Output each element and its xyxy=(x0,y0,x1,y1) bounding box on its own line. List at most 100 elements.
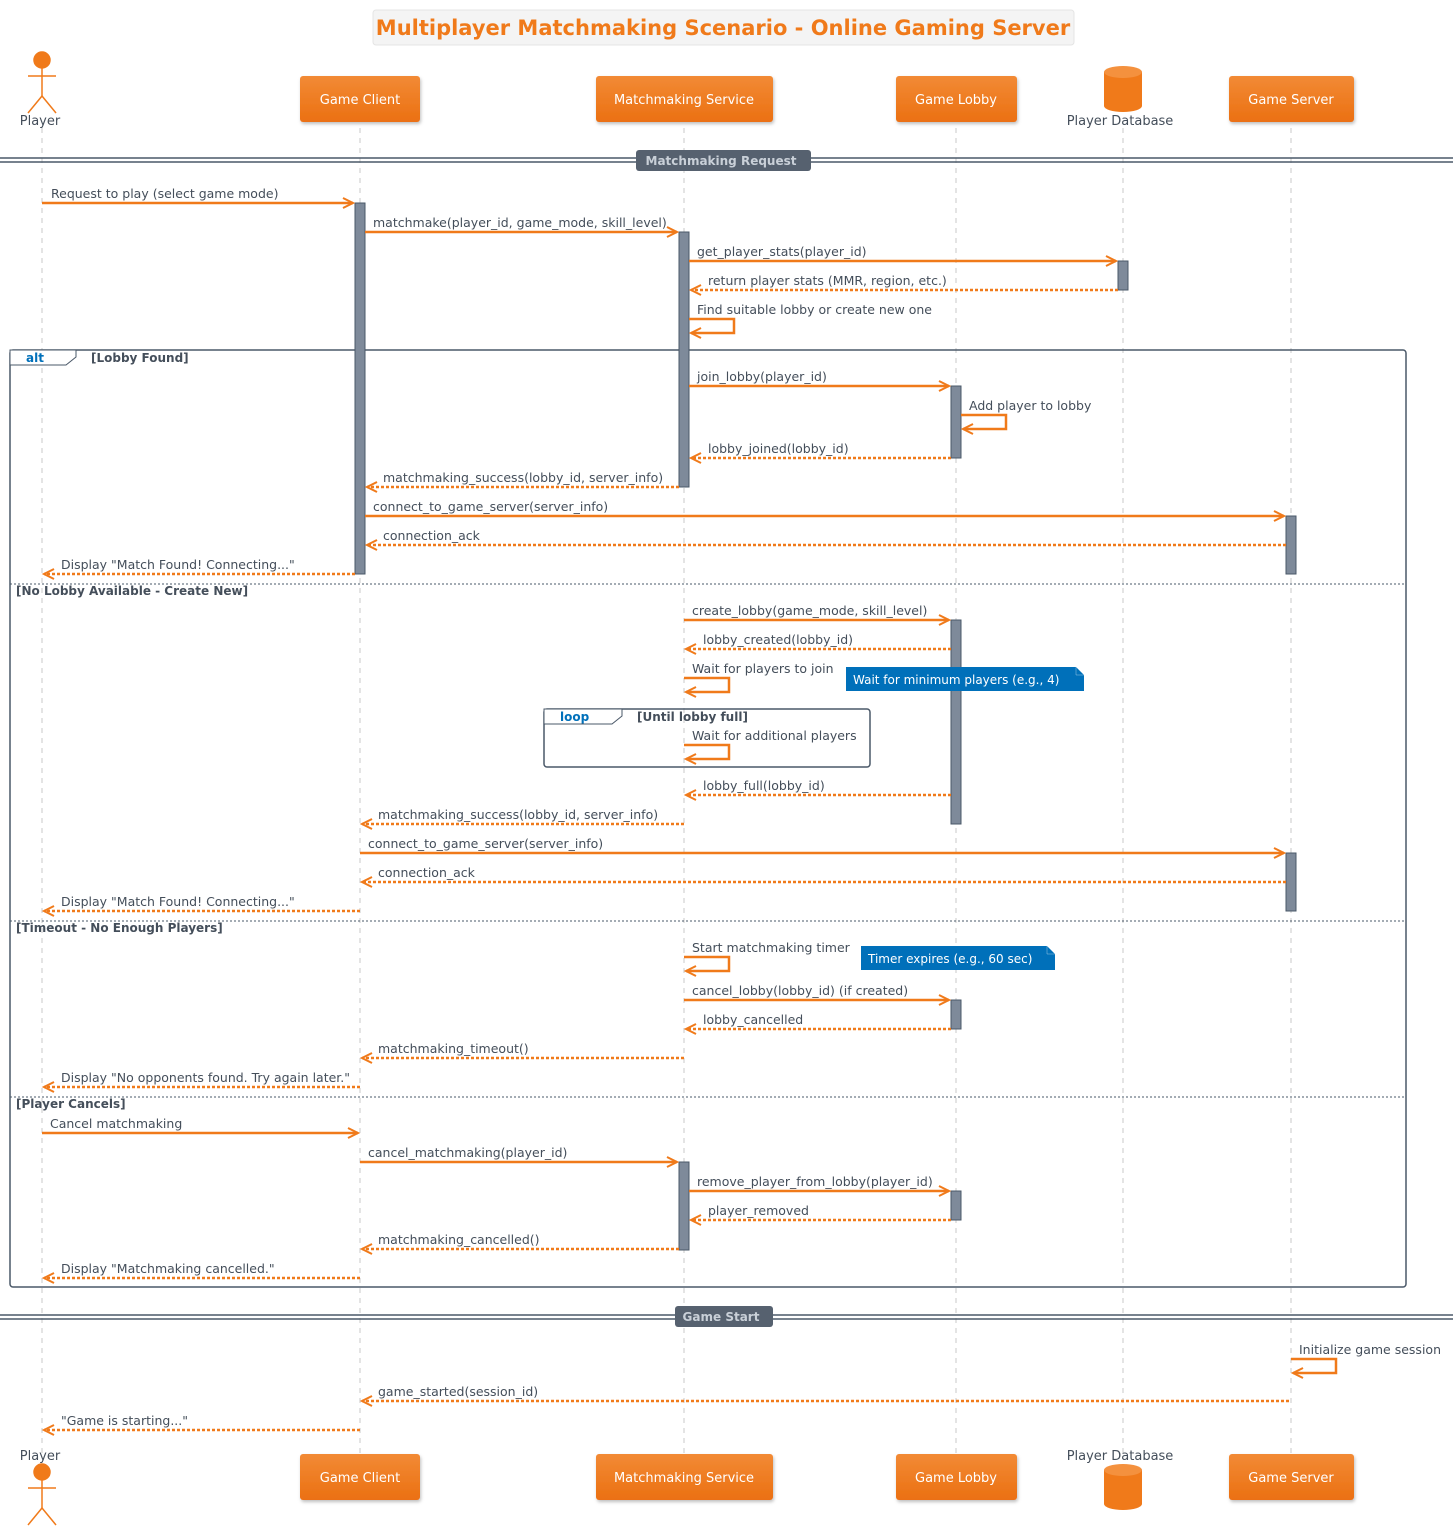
messages: Request to play (select game mode) matchm… xyxy=(41,186,1441,1436)
message-label: lobby_joined(lobby_id) xyxy=(708,441,849,456)
svg-text:Game Server: Game Server xyxy=(1248,1471,1334,1486)
svg-text:Matchmaking Request: Matchmaking Request xyxy=(646,154,797,168)
participant-player-database: Player Database xyxy=(1067,66,1174,129)
participant-player-bottom: Player xyxy=(20,1449,61,1526)
participant-player: Player xyxy=(20,51,61,129)
activation-bar xyxy=(950,385,962,459)
database-icon xyxy=(1104,66,1142,112)
message-self-call: Wait for players to join xyxy=(683,661,834,698)
message-reply: matchmaking_timeout() xyxy=(359,1041,684,1064)
svg-text:Wait for minimum players (e.g.: Wait for minimum players (e.g., 4) xyxy=(853,673,1059,687)
message-label: get_player_stats(player_id) xyxy=(697,244,867,259)
message-label: game_started(session_id) xyxy=(378,1384,538,1399)
message-reply: lobby_created(lobby_id) xyxy=(683,632,951,655)
actor-icon xyxy=(27,51,57,114)
alt-keyword: alt xyxy=(26,351,44,365)
actor-icon xyxy=(27,1463,57,1526)
loop-fragment: loop [Until lobby full] xyxy=(543,708,871,768)
message-label: Display "Matchmaking cancelled." xyxy=(61,1261,275,1276)
message-call: create_lobby(game_mode, skill_level) xyxy=(684,603,952,626)
message-self-call: Initialize game session xyxy=(1290,1342,1441,1379)
message-label: matchmaking_cancelled() xyxy=(378,1232,540,1247)
svg-text:Game Lobby: Game Lobby xyxy=(915,1471,997,1486)
message-label: Find suitable lobby or create new one xyxy=(697,302,932,317)
message-label: connection_ack xyxy=(378,865,476,880)
message-label: lobby_created(lobby_id) xyxy=(703,632,853,647)
message-self-call: Start matchmaking timer xyxy=(683,940,851,977)
participants-bottom: Player Game Client Matchmaking Service G… xyxy=(20,1449,1354,1526)
message-label: "Game is starting..." xyxy=(61,1413,188,1428)
diagram-title: Multiplayer Matchmaking Scenario - Onlin… xyxy=(372,9,1075,46)
message-reply: matchmaking_success(lobby_id, server_inf… xyxy=(359,807,684,830)
message-reply: Display "Match Found! Connecting..." xyxy=(41,557,355,580)
message-label: player_removed xyxy=(708,1203,809,1218)
message-label: Display "No opponents found. Try again l… xyxy=(61,1070,350,1085)
svg-text:Player Database: Player Database xyxy=(1067,1449,1174,1464)
message-call: Cancel matchmaking xyxy=(42,1116,361,1139)
message-self-call: Find suitable lobby or create new one xyxy=(688,302,932,339)
participant-matchmaking-service: Matchmaking Service xyxy=(596,76,773,122)
note-timer-expires: Timer expires (e.g., 60 sec) xyxy=(861,946,1055,970)
participant-game-lobby-bottom: Game Lobby xyxy=(896,1454,1017,1500)
message-call: cancel_lobby(lobby_id) (if created) xyxy=(684,983,952,1006)
message-reply: game_started(session_id) xyxy=(359,1384,1289,1407)
alt-fragment: alt [Lobby Found] [No Lobby Available - … xyxy=(9,349,1407,1288)
lifelines xyxy=(41,128,1292,1455)
message-self-call: Add player to lobby xyxy=(960,398,1092,435)
message-label: Wait for additional players xyxy=(692,728,857,743)
participant-game-client-bottom: Game Client xyxy=(300,1454,420,1500)
message-call: Request to play (select game mode) xyxy=(42,186,356,209)
message-reply: player_removed xyxy=(688,1203,951,1226)
svg-text:Player: Player xyxy=(20,1449,61,1464)
message-label: create_lobby(game_mode, skill_level) xyxy=(692,603,927,618)
message-label: connection_ack xyxy=(383,528,481,543)
message-call: matchmake(player_id, game_mode, skill_le… xyxy=(365,215,680,238)
activation-bar xyxy=(950,1190,962,1221)
divider-matchmaking-request: Matchmaking Request xyxy=(0,150,1453,171)
alt-guard: [Lobby Found] xyxy=(91,351,189,365)
svg-text:Game Server: Game Server xyxy=(1248,93,1334,108)
message-reply: Display "Matchmaking cancelled." xyxy=(41,1261,360,1284)
message-reply: matchmaking_cancelled() xyxy=(359,1232,679,1255)
divider-game-start: Game Start xyxy=(0,1306,1453,1327)
participant-matchmaking-service-bottom: Matchmaking Service xyxy=(596,1454,773,1500)
message-reply: connection_ack xyxy=(364,528,1286,551)
message-label: join_lobby(player_id) xyxy=(696,369,827,384)
activation-bar xyxy=(1285,852,1297,912)
message-label: matchmaking_success(lobby_id, server_inf… xyxy=(378,807,658,822)
message-label: cancel_lobby(lobby_id) (if created) xyxy=(692,983,908,998)
message-call: join_lobby(player_id) xyxy=(689,369,952,392)
svg-text:Game Start: Game Start xyxy=(683,1310,760,1324)
message-reply: return player stats (MMR, region, etc.) xyxy=(688,273,1118,296)
message-label: lobby_cancelled xyxy=(703,1012,803,1027)
message-reply: connection_ack xyxy=(359,865,1286,888)
alt-guard: [Player Cancels] xyxy=(16,1097,126,1111)
svg-text:Game Client: Game Client xyxy=(320,1471,400,1486)
message-call: remove_player_from_lobby(player_id) xyxy=(689,1174,952,1197)
activation-bar xyxy=(1285,515,1297,575)
svg-text:Player: Player xyxy=(20,114,61,129)
activation-bar xyxy=(950,619,962,825)
message-label: lobby_full(lobby_id) xyxy=(703,778,825,793)
activation-bar xyxy=(354,202,366,575)
svg-text:Matchmaking Service: Matchmaking Service xyxy=(614,1471,754,1486)
svg-text:Player Database: Player Database xyxy=(1067,114,1174,129)
message-label: Request to play (select game mode) xyxy=(51,186,278,201)
participant-game-client: Game Client xyxy=(300,76,420,122)
message-label: return player stats (MMR, region, etc.) xyxy=(708,273,947,288)
message-label: cancel_matchmaking(player_id) xyxy=(368,1145,567,1160)
svg-text:Timer expires (e.g., 60 sec): Timer expires (e.g., 60 sec) xyxy=(867,952,1032,966)
svg-text:Game Lobby: Game Lobby xyxy=(915,93,997,108)
message-call: get_player_stats(player_id) xyxy=(689,244,1119,267)
message-label: remove_player_from_lobby(player_id) xyxy=(697,1174,933,1189)
message-label: connect_to_game_server(server_info) xyxy=(368,836,603,851)
participant-game-server-bottom: Game Server xyxy=(1229,1454,1354,1500)
note-wait-minimum: Wait for minimum players (e.g., 4) xyxy=(846,667,1084,691)
activation-bars xyxy=(354,202,1297,1251)
message-label: Add player to lobby xyxy=(969,398,1092,413)
database-icon xyxy=(1104,1464,1142,1510)
alt-guard: [Timeout - No Enough Players] xyxy=(16,921,223,935)
message-label: connect_to_game_server(server_info) xyxy=(373,499,608,514)
svg-text:Game Client: Game Client xyxy=(320,93,400,108)
